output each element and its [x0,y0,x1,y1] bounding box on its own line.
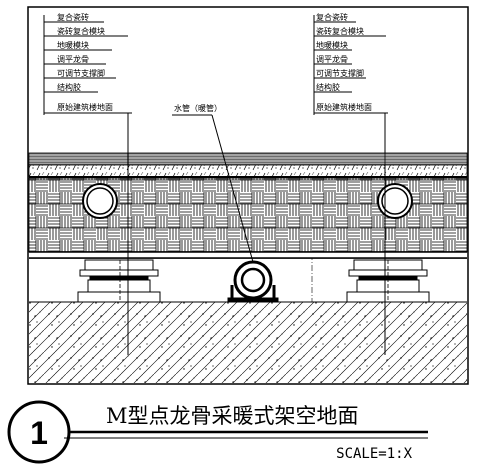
right-label-4: 调平龙骨 [316,54,348,64]
right-heating-pipe [377,183,413,219]
right-label-2: 瓷砖复合模块 [316,26,364,36]
concrete-slab [29,302,467,383]
detail-number: 1 [30,415,48,451]
left-leader-lines [43,15,132,355]
drawing-title: M型点龙骨采暖式架空地面 [106,404,359,428]
title-block: 1 M型点龙骨采暖式架空地面 SCALE=1:X [7,400,428,464]
adhesive-layer [28,164,468,178]
right-label-6: 结构胶 [316,82,340,92]
composite-tile-layer [28,152,468,166]
drawing-border [27,6,469,385]
left-label-3: 地暖模块 [57,40,89,50]
water-pipe-clamp [227,260,279,303]
pipe-label: 水管（暖管） [174,103,222,113]
pipe-leader-line [172,114,254,263]
right-material-labels: 复合瓷砖 瓷砖复合模块 地暖模块 调平龙骨 可调节支撑脚 结构胶 原始建筑楼地面 [316,12,372,112]
left-label-6: 结构胶 [57,82,81,92]
left-label-5: 可调节支撑脚 [57,68,105,78]
left-label-2: 瓷砖复合模块 [57,26,105,36]
right-label-1: 复合瓷砖 [316,12,348,22]
right-support-foot [346,259,430,303]
left-label-7: 原始建筑楼地面 [57,102,113,112]
left-label-4: 调平龙骨 [57,54,89,64]
left-material-labels: 复合瓷砖 瓷砖复合模块 地暖模块 调平龙骨 可调节支撑脚 结构胶 原始建筑楼地面 [57,12,113,112]
drawing-scale: SCALE=1:X [336,446,412,462]
left-heating-pipe [82,183,118,219]
left-label-1: 复合瓷砖 [57,12,89,22]
right-label-5: 可调节支撑脚 [316,68,364,78]
right-label-7: 原始建筑楼地面 [316,102,372,112]
right-label-3: 地暖模块 [316,40,348,50]
right-leader-lines [313,15,388,355]
left-support-foot [77,259,161,303]
